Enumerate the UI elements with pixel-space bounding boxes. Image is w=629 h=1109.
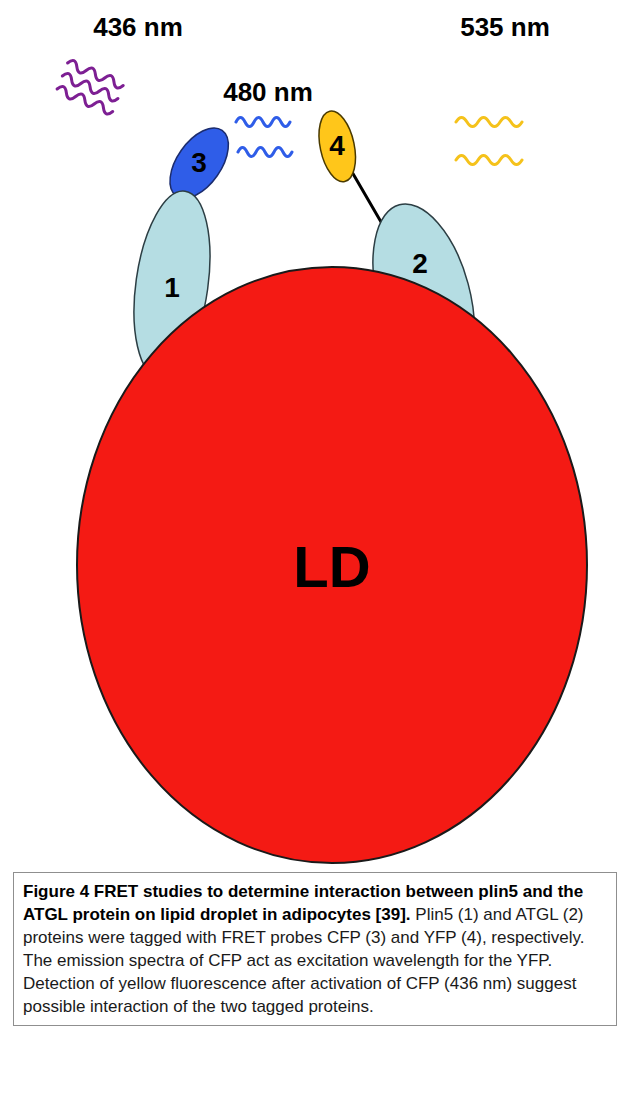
- lipid-droplet: LD: [73, 263, 591, 867]
- cfp-probe: 3: [166, 124, 232, 202]
- node-label: 2: [412, 249, 428, 278]
- ellipse-outline: [77, 267, 587, 863]
- excitation-wave: [55, 85, 114, 116]
- node-label: LD: [293, 537, 370, 598]
- yfp-probe: 4: [315, 107, 359, 186]
- ellipse-outline: [158, 118, 240, 209]
- cfp-emission-wave: [238, 148, 292, 157]
- figure-caption-box: Figure 4 FRET studies to determine inter…: [13, 872, 617, 1026]
- yfp-emission-wave: [456, 156, 522, 165]
- wavelength-label: 480 nm: [223, 78, 313, 107]
- wavelength-label: 436 nm: [93, 13, 183, 42]
- node-label: 3: [191, 148, 207, 177]
- node-label: 4: [329, 131, 345, 160]
- wavelength-label: 535 nm: [460, 13, 550, 42]
- node-label: 1: [164, 273, 180, 302]
- cfp-emission-wave: [236, 118, 290, 127]
- yfp-emission-wave: [456, 118, 522, 127]
- ellipse-outline: [313, 107, 361, 184]
- probe-linker: [353, 173, 382, 222]
